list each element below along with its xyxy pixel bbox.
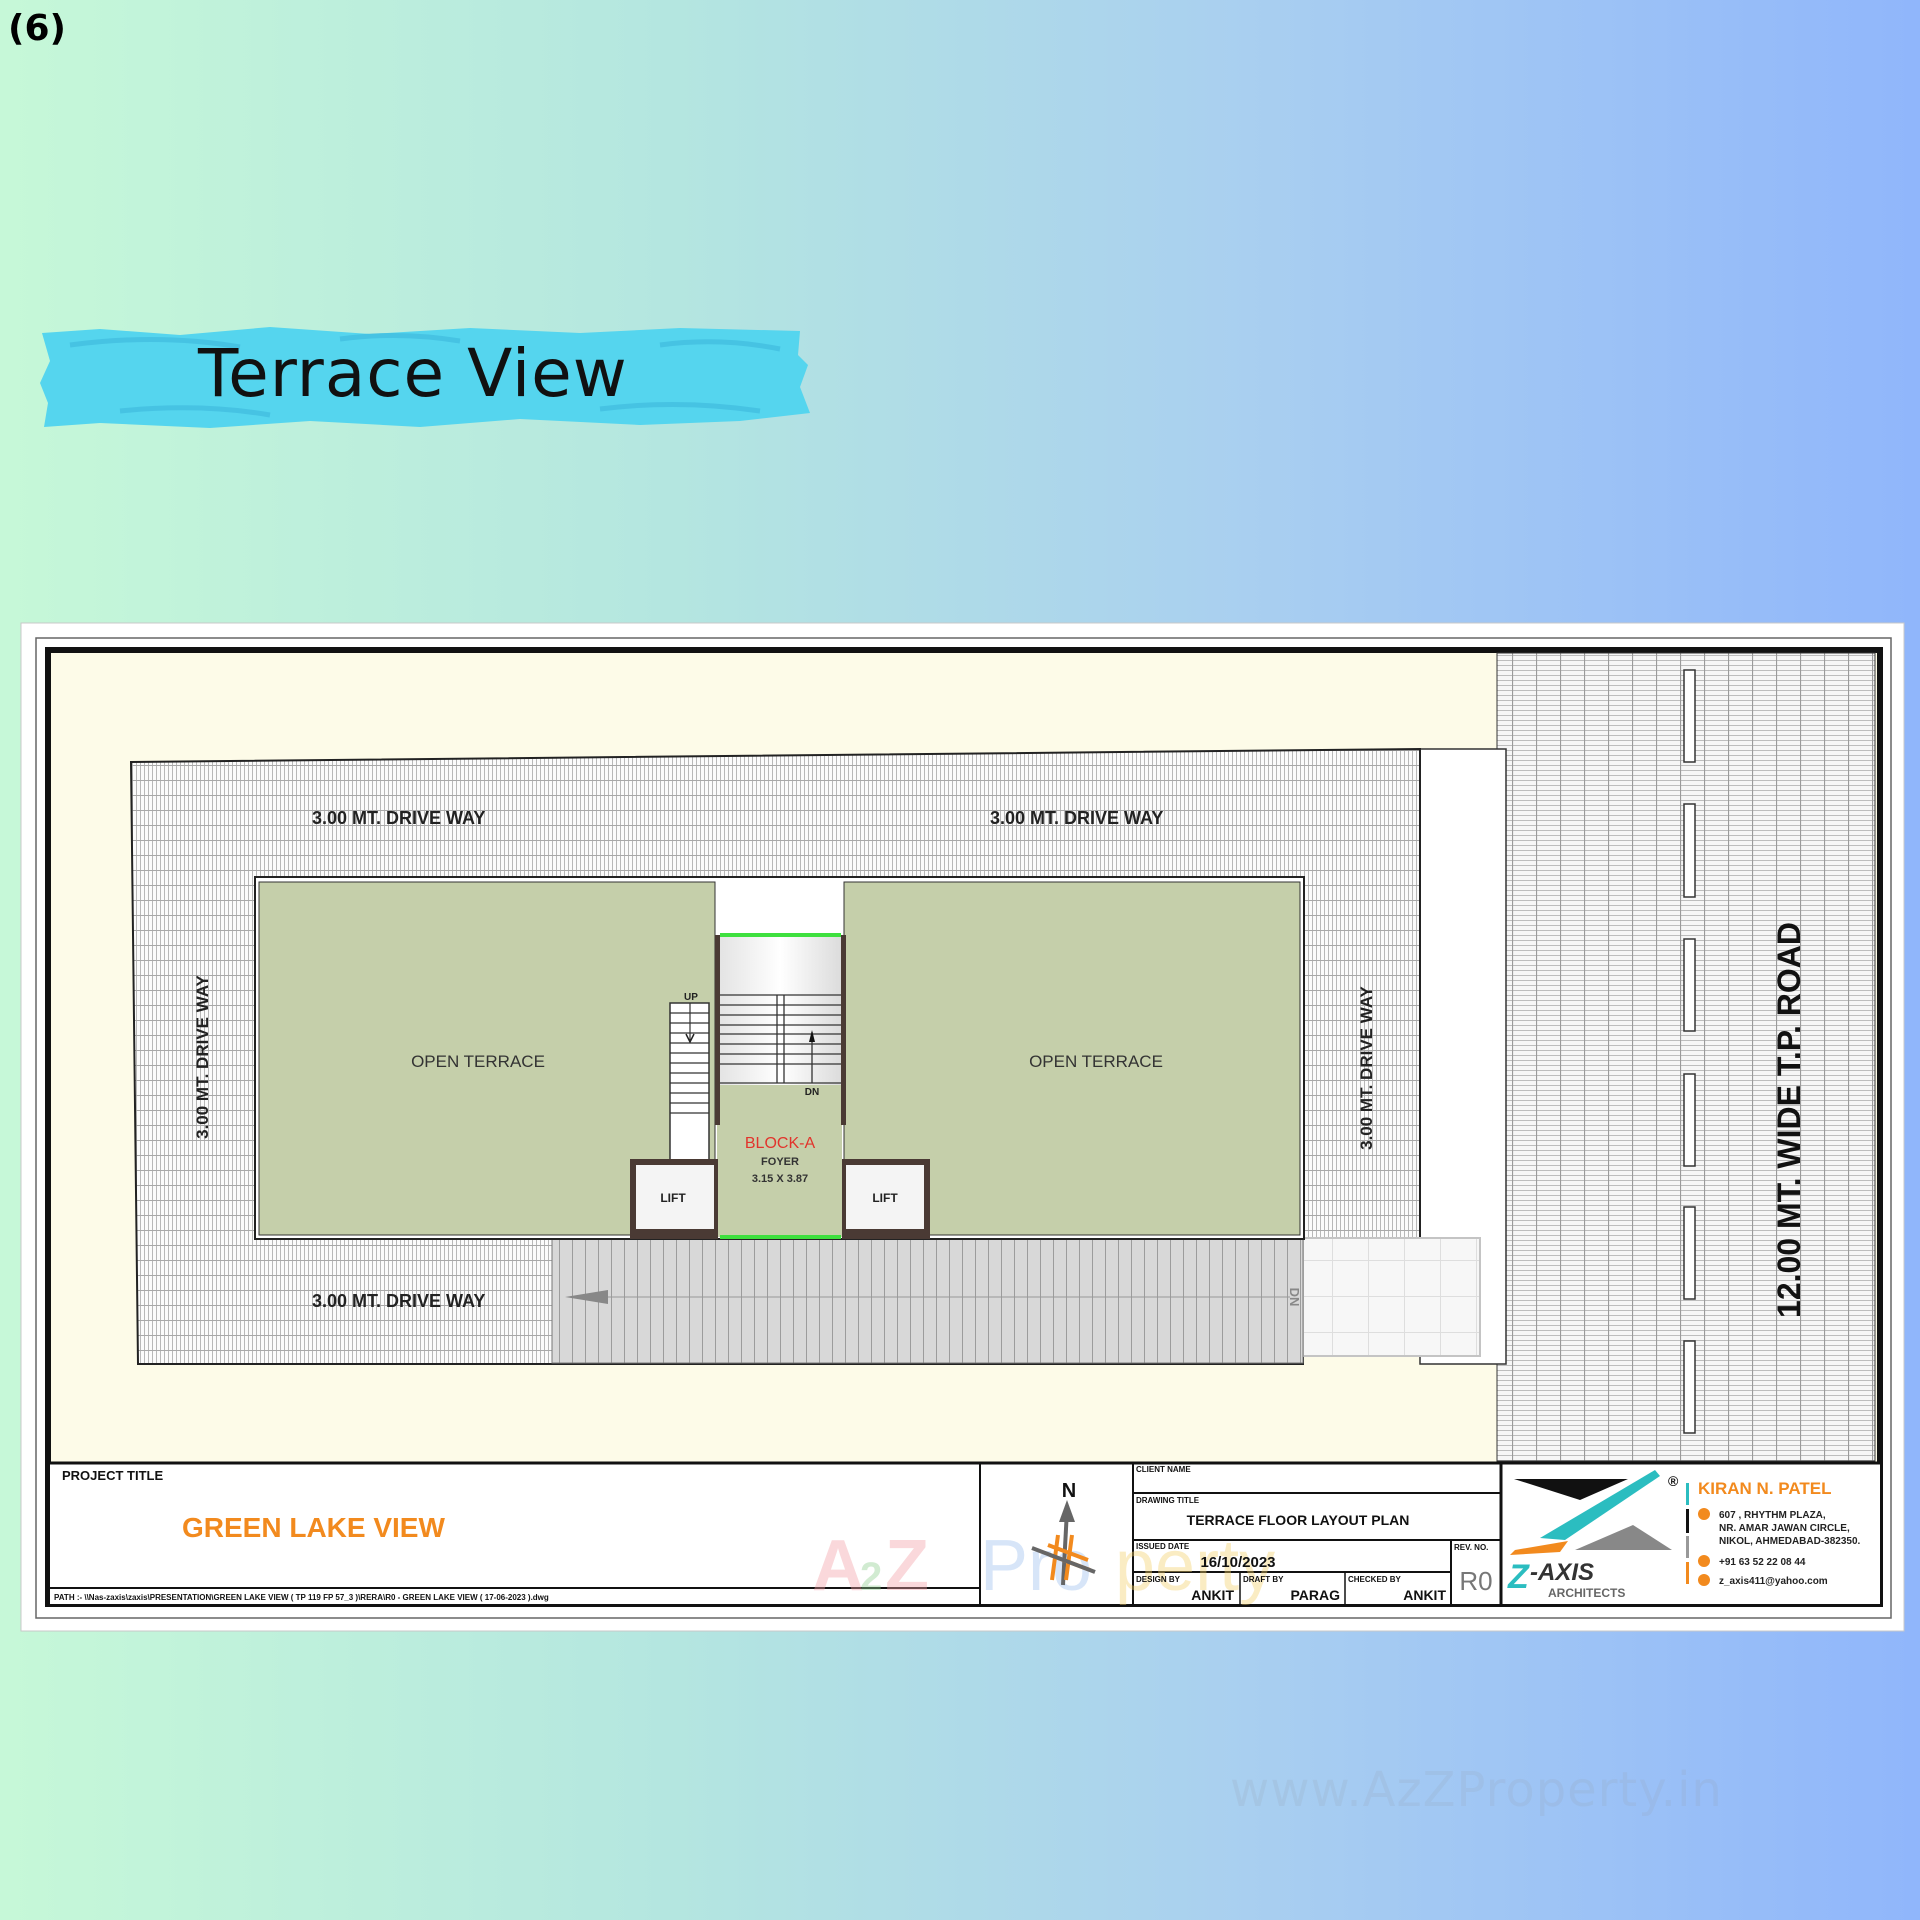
open-terrace-label: OPEN TERRACE <box>411 1052 545 1071</box>
phone: +91 63 52 22 08 44 <box>1719 1557 1806 1568</box>
ramp-dn-label: DN <box>1287 1288 1302 1307</box>
north-arrow-icon: N <box>1031 1480 1096 1586</box>
architect-name: KIRAN N. PATEL <box>1698 1479 1831 1498</box>
svg-text:Z: Z <box>885 1526 929 1606</box>
svg-text:A: A <box>812 1526 864 1606</box>
banner-brush-stroke <box>40 327 810 428</box>
address-line: NR. AMAR JAWAN CIRCLE, <box>1719 1523 1850 1534</box>
lift-right: LIFT <box>842 1159 930 1239</box>
z-axis-logo: Z -AXIS ARCHITECTS ® <box>1507 1470 1679 1600</box>
main-stair <box>720 935 841 1085</box>
phone-icon <box>1698 1555 1710 1567</box>
ramp <box>551 1237 1304 1364</box>
lift-label: LIFT <box>660 1191 686 1205</box>
driveway-label: 3.00 MT. DRIVE WAY <box>1357 985 1376 1149</box>
stair-up-label: UP <box>684 992 698 1003</box>
driveway-label: 3.00 MT. DRIVE WAY <box>990 808 1163 828</box>
draft-by: PARAG <box>1290 1587 1340 1603</box>
svg-text:ARCHITECTS: ARCHITECTS <box>1548 1586 1625 1600</box>
foyer-label: FOYER <box>761 1156 799 1168</box>
draft-by-label: DRAFT BY <box>1243 1575 1284 1584</box>
block-label: BLOCK-A <box>745 1135 816 1152</box>
file-path: PATH :- \\Nas-zaxis\zaxis\PRESENTATION\G… <box>54 1593 549 1602</box>
road-center-dashes <box>1683 669 1696 1434</box>
project-title: GREEN LAKE VIEW <box>182 1512 445 1543</box>
client-name-label: CLIENT NAME <box>1136 1465 1191 1474</box>
svg-text:-AXIS: -AXIS <box>1530 1559 1594 1586</box>
design-by: ANKIT <box>1191 1587 1234 1603</box>
site-watermark: www.AzZProperty.in <box>1230 1762 1723 1818</box>
page-number: (6) <box>8 8 66 49</box>
floor-plan-sheet: 12.00 MT. WIDE T.P. ROAD DN 3.00 MT. DRI… <box>20 622 1905 1632</box>
foyer-size: 3.15 X 3.87 <box>752 1173 808 1185</box>
design-by-label: DESIGN BY <box>1136 1575 1181 1584</box>
registered-mark: ® <box>1668 1473 1679 1489</box>
address-line: NIKOL, AHMEDABAD-382350. <box>1719 1536 1861 1547</box>
north-label: N <box>1062 1480 1076 1502</box>
svg-text:2: 2 <box>860 1555 882 1599</box>
driveway-label: 3.00 MT. DRIVE WAY <box>193 974 212 1138</box>
lift-label: LIFT <box>872 1191 898 1205</box>
rev-value: R0 <box>1459 1566 1492 1596</box>
lift-left: LIFT <box>630 1159 718 1239</box>
driveway-label: 3.00 MT. DRIVE WAY <box>312 808 485 828</box>
issued-date-label: ISSUED DATE <box>1136 1542 1190 1551</box>
road-area <box>1496 652 1876 1462</box>
drawing-title: TERRACE FLOOR LAYOUT PLAN <box>1187 1512 1410 1528</box>
location-icon <box>1698 1508 1710 1520</box>
stair-treads <box>720 994 841 1084</box>
email: z_axis411@yahoo.com <box>1719 1576 1828 1587</box>
checked-by-label: CHECKED BY <box>1348 1575 1402 1584</box>
stair-dn-label: DN <box>805 1087 819 1098</box>
open-terrace-label: OPEN TERRACE <box>1029 1052 1163 1071</box>
driveway-label: 3.00 MT. DRIVE WAY <box>312 1291 485 1311</box>
road-label: 12.00 MT. WIDE T.P. ROAD <box>1771 922 1807 1318</box>
email-icon <box>1698 1574 1710 1586</box>
drawing-title-label: DRAWING TITLE <box>1136 1496 1200 1505</box>
svg-text:Z: Z <box>1507 1558 1530 1596</box>
issued-date: 16/10/2023 <box>1200 1554 1275 1571</box>
address-line: 607 , RHYTHM PLAZA, <box>1719 1510 1826 1521</box>
checked-by: ANKIT <box>1403 1587 1446 1603</box>
ramp-extension <box>1302 1237 1481 1357</box>
banner-title: Terrace View <box>198 335 628 412</box>
svg-text:perty: perty <box>1115 1526 1275 1606</box>
rev-label: REV. NO. <box>1454 1543 1488 1552</box>
project-title-label: PROJECT TITLE <box>62 1468 163 1483</box>
